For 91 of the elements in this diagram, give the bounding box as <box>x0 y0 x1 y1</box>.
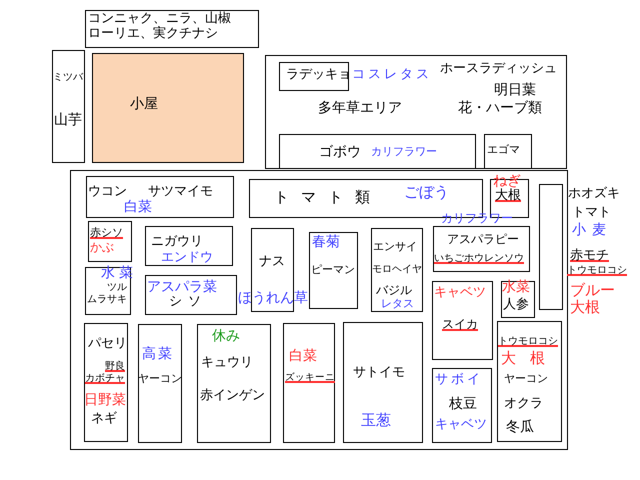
plant-label: かぶ <box>90 241 114 255</box>
plant-label: トマト <box>572 206 611 221</box>
plant-label: コンニャク、ニラ、山椒ローリエ、実クチナシ <box>88 12 232 42</box>
garden-bed <box>85 10 259 48</box>
garden-bed <box>283 323 335 443</box>
garden-bed <box>88 221 132 262</box>
garden-bed <box>501 281 535 318</box>
garden-bed <box>197 324 271 443</box>
plant-label: ニガウリ <box>151 235 203 250</box>
empty-bed <box>539 184 563 310</box>
plant-label: ヤーコン <box>504 373 548 386</box>
plant-label: 小麦 <box>572 222 612 238</box>
garden-bed <box>138 324 182 443</box>
garden-bed <box>279 62 349 91</box>
plant-label: オクラ <box>504 397 543 412</box>
plant-label: 明日葉 <box>494 82 536 98</box>
plant-label: 冬瓜 <box>506 419 534 436</box>
garden-bed <box>343 322 423 443</box>
struck-plant-label: トウモロコシ <box>567 265 627 276</box>
struck-plant-label: トウモロコシ <box>498 336 558 348</box>
garden-bed <box>432 368 492 443</box>
garden-bed <box>52 50 85 163</box>
plant-label: サツマイモ <box>148 185 213 200</box>
plant-label: 山芋 <box>54 112 82 128</box>
garden-bed <box>85 267 131 315</box>
garden-bed <box>371 228 423 312</box>
plant-label: 人参 <box>503 298 529 313</box>
struck-plant-label: 赤モチ <box>570 249 609 264</box>
garden-bed <box>309 232 358 309</box>
plant-label: キャベツ <box>435 418 487 433</box>
garden-bed <box>497 321 562 442</box>
plant-label: カリフラワー <box>371 146 437 159</box>
plant-label: コスレタス <box>352 68 432 83</box>
plant-label: 多年草エリア <box>318 100 402 116</box>
perennial-area <box>265 55 567 169</box>
garden-bed <box>279 134 476 169</box>
plant-label: キャベツ <box>434 286 486 301</box>
plant-label: 小屋 <box>130 96 158 112</box>
plant-label: サトイモ <box>353 366 405 381</box>
garden-bed <box>86 176 234 218</box>
plant-label: ラデッキョ <box>286 68 351 83</box>
struck-plant-label: スイカ <box>442 318 478 332</box>
plant-label: モロヘイヤ <box>372 264 422 276</box>
plant-label: アスパラ菜 <box>147 279 217 296</box>
plant-label: 大根 <box>501 350 559 368</box>
plant-label: エンドウ <box>161 251 213 266</box>
plant-label: トマト類 <box>274 189 382 206</box>
plant-label: 高菜 <box>142 346 174 362</box>
plant-label: レタス <box>381 298 414 311</box>
plant-label: 枝豆 <box>449 396 477 412</box>
plant-label: ホースラディッシュ <box>440 62 557 77</box>
plant-label: 春菊 <box>312 234 340 250</box>
plant-label: 白菜 <box>289 348 317 364</box>
plant-label: ウコン <box>88 185 127 200</box>
plant-label: 玉葱 <box>361 412 391 430</box>
plant-label: ゴボウ <box>319 144 361 160</box>
plant-label: バジル <box>376 284 412 298</box>
plant-label: 休み <box>212 328 240 344</box>
plant-label: ごぼう <box>404 184 449 202</box>
plant-label: ネギ <box>91 412 117 427</box>
plant-label: ブルー大根 <box>570 282 616 316</box>
plant-label: サボイ <box>435 373 483 388</box>
plant-label: ピーマン <box>311 264 355 277</box>
struck-plant-label: ズッキーニ <box>285 373 335 384</box>
plant-label: エゴマ <box>487 144 520 157</box>
plant-label: ミツバ <box>53 72 83 84</box>
plant-label: キュウリ <box>201 356 253 371</box>
plant-label: ツルムラサキ <box>87 282 127 305</box>
plant-label: 日野菜 <box>84 392 126 408</box>
plant-label: アスパラピー <box>447 233 519 247</box>
plant-label: ナス <box>259 255 285 270</box>
plant-label: パセリ <box>88 337 127 352</box>
plant-label: 白菜 <box>124 199 152 216</box>
struck-plant-label: いちごホウレンソウ <box>434 253 524 264</box>
garden-bed <box>432 281 493 360</box>
field-area <box>70 170 568 450</box>
struck-plant-label: 野良カボチャ <box>85 361 125 384</box>
garden-bed <box>84 323 128 442</box>
garden-bed <box>145 275 237 315</box>
plant-label: ヤーコン <box>138 373 182 386</box>
shed-box <box>92 53 244 163</box>
garden-bed <box>484 134 532 169</box>
plant-label: 赤インゲン <box>200 389 265 404</box>
plant-label: 水菜 <box>502 279 530 296</box>
garden-bed <box>145 226 233 266</box>
struck-plant-label: 赤シソ <box>90 227 123 240</box>
plant-label: エンサイ <box>373 241 417 254</box>
plant-label: シソ <box>169 295 207 310</box>
plant-label: ホオズキ <box>568 187 620 202</box>
struck-plant-label: 大根 <box>495 189 521 204</box>
plant-label: 花・ハーブ類 <box>458 100 542 116</box>
